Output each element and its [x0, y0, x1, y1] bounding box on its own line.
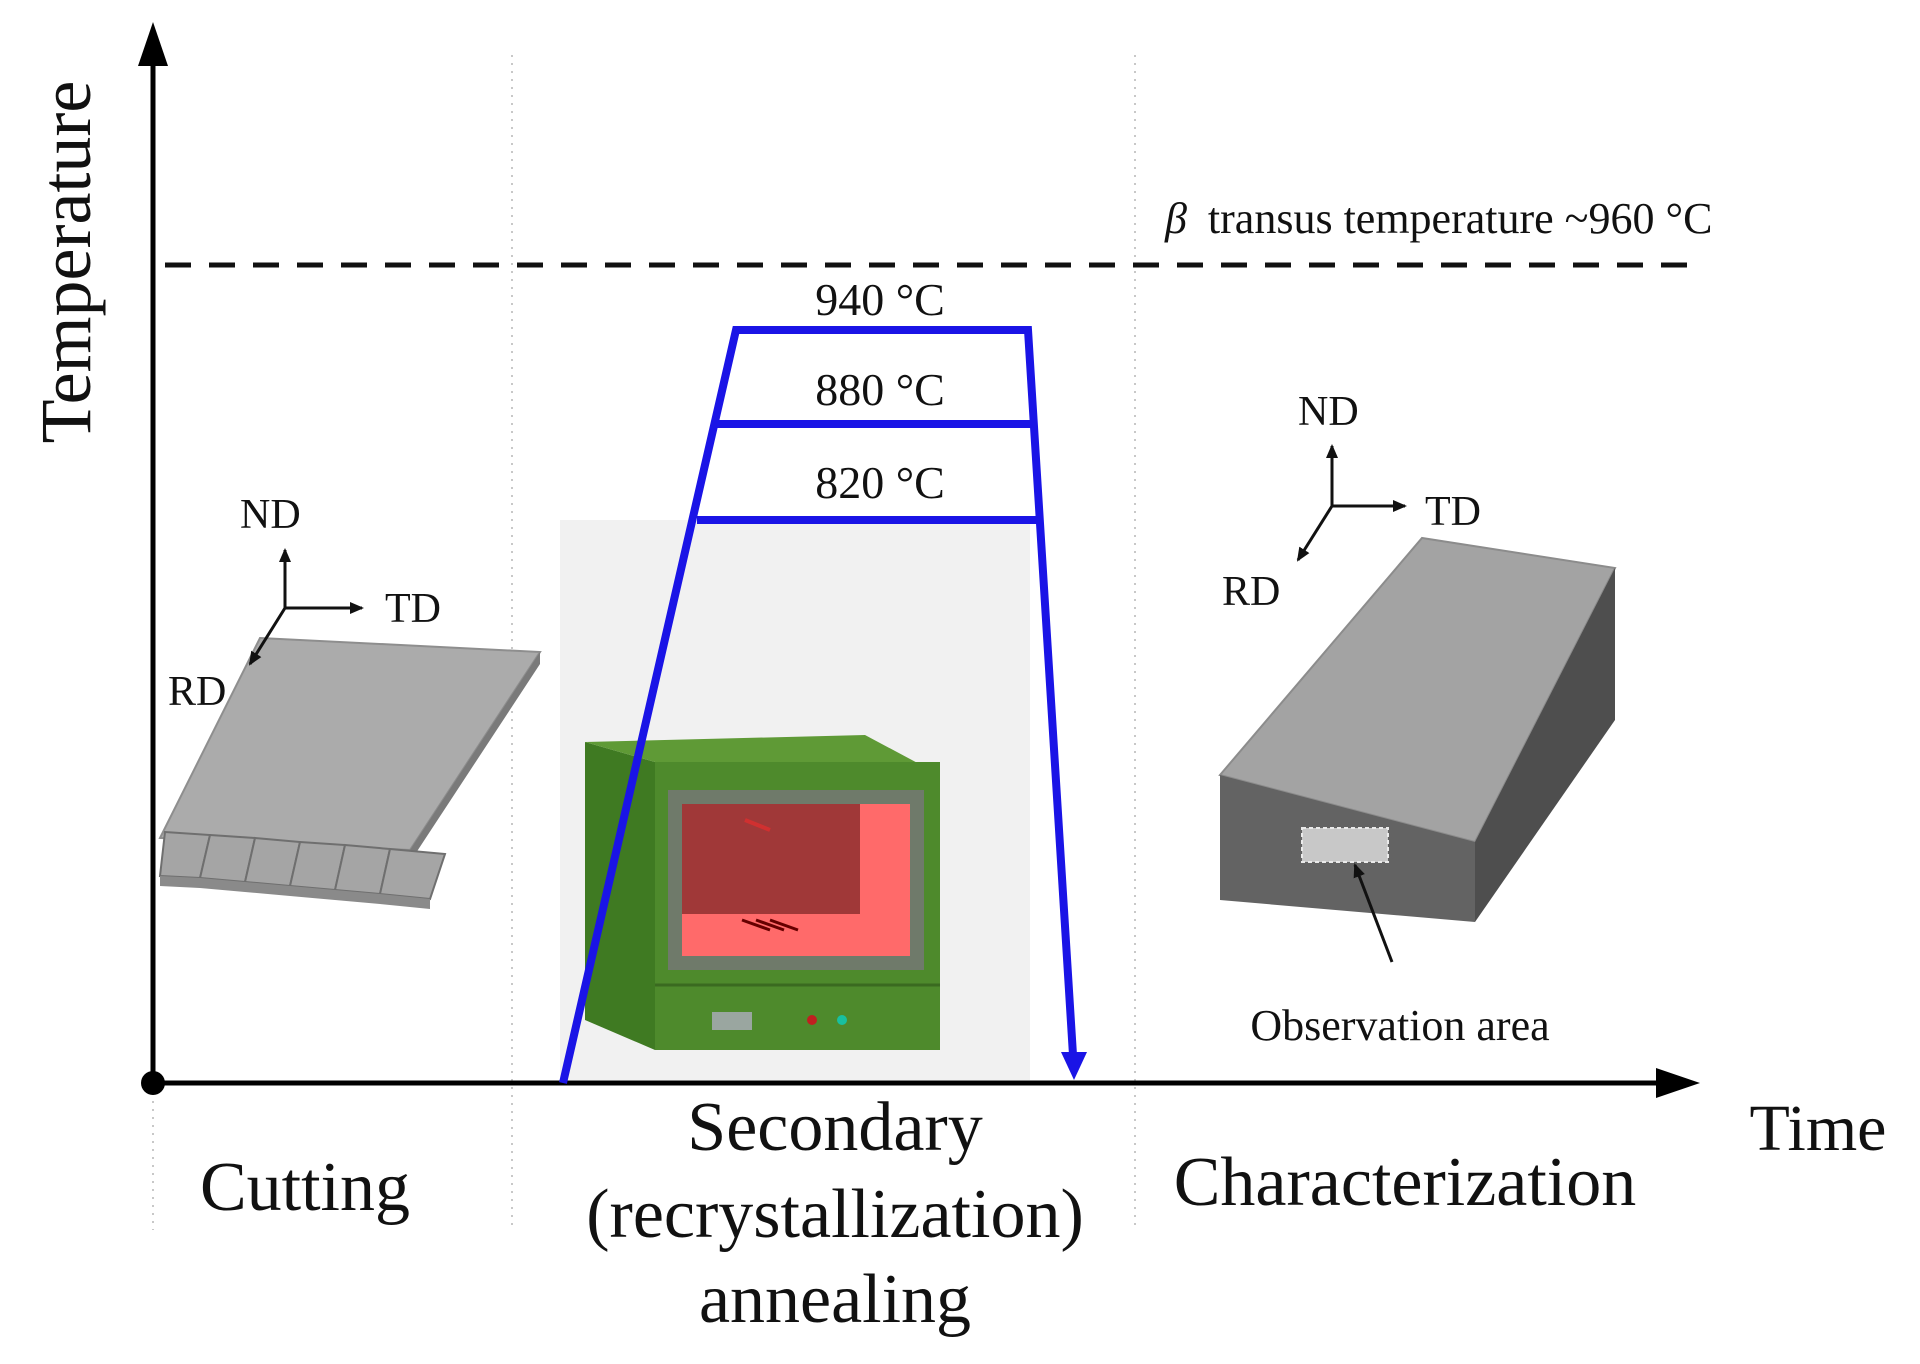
furnace-led-red: [807, 1015, 817, 1025]
right-rd-label: RD: [1222, 569, 1280, 615]
furnace-side: [585, 742, 655, 1050]
x-axis-label: Time: [1750, 1092, 1887, 1165]
right-td-label: TD: [1425, 489, 1481, 535]
y-axis-arrowhead: [138, 22, 168, 66]
stage-annealing-line3: annealing: [699, 1261, 971, 1338]
beta-transus-text: transus temperature ~960 °C: [1208, 194, 1713, 243]
y-axis-label: Temperature: [26, 81, 106, 444]
stage-annealing-line2: (recrystallization): [586, 1176, 1084, 1253]
profile-cooling-arrowhead: [1061, 1052, 1087, 1080]
furnace-chamber-back: [682, 804, 860, 914]
origin-dot: [141, 1071, 165, 1095]
observation-area-label: Observation area: [1250, 1001, 1549, 1050]
plate-edge: [410, 652, 540, 862]
left-rd-label: RD: [168, 669, 226, 715]
furnace-led-green: [837, 1015, 847, 1025]
stage-cutting-label: Cutting: [200, 1149, 410, 1226]
x-axis-arrowhead: [1656, 1068, 1700, 1098]
cut-pieces-bottom: [160, 876, 430, 909]
stage-characterization-label: Characterization: [1174, 1144, 1637, 1221]
temp-820-label: 820 °C: [815, 457, 945, 508]
furnace: [585, 735, 940, 1050]
left-axis-triad: ND TD RD: [168, 492, 441, 715]
observation-pointer: [1353, 863, 1394, 963]
furnace-display: [712, 1012, 752, 1030]
observation-area-box: [1301, 827, 1389, 863]
left-td-label: TD: [385, 586, 441, 632]
block-side: [1475, 568, 1615, 922]
stage-annealing-line1: Secondary: [687, 1089, 982, 1166]
beta-symbol: β: [1164, 194, 1187, 243]
cut-plate: [158, 636, 542, 909]
left-nd-label: ND: [240, 492, 301, 538]
temp-880-label: 880 °C: [815, 364, 945, 415]
profile-outline: [559, 326, 1077, 1084]
sample-block: [1218, 536, 1617, 963]
right-nd-label: ND: [1298, 389, 1359, 435]
beta-transus-label: β transus temperature ~960 °C: [1164, 194, 1712, 243]
temperature-profile: [559, 326, 1087, 1084]
temp-940-label: 940 °C: [815, 274, 945, 325]
right-axis-triad: ND TD RD: [1222, 389, 1481, 615]
